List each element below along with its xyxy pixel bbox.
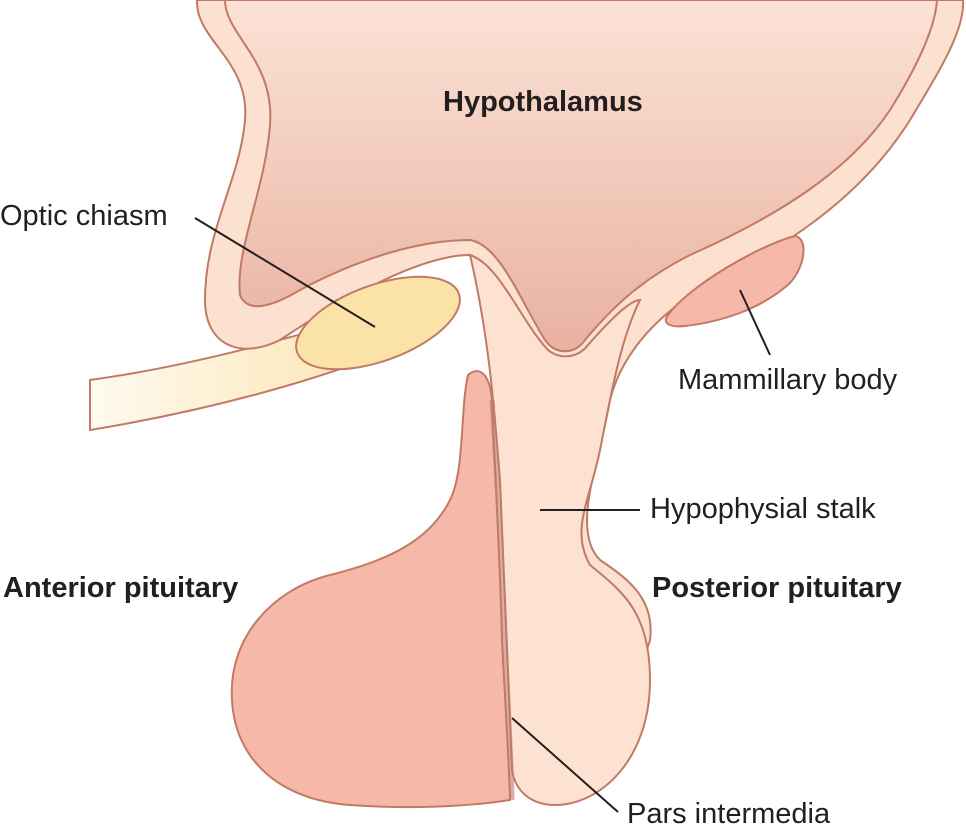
label-posterior-pituitary: Posterior pituitary xyxy=(652,572,902,604)
anterior-pituitary-shape xyxy=(230,370,512,809)
leader-pars-intermedia xyxy=(511,717,619,813)
label-anterior-pituitary: Anterior pituitary xyxy=(3,572,239,604)
label-hypothalamus: Hypothalamus xyxy=(443,86,643,118)
label-hypophysial-stalk: Hypophysial stalk xyxy=(650,493,876,525)
label-pars-intermedia: Pars intermedia xyxy=(627,798,831,830)
leader-mammillary-body xyxy=(739,289,771,356)
label-mammillary-body: Mammillary body xyxy=(678,364,898,396)
pars-intermedia-band xyxy=(489,399,515,801)
hypothalamus-region xyxy=(223,0,939,353)
optic-chiasm-shape xyxy=(295,275,461,371)
mammillary-body-shape xyxy=(664,234,805,328)
leader-optic-chiasm xyxy=(194,217,376,328)
label-optic-chiasm: Optic chiasm xyxy=(0,200,168,232)
